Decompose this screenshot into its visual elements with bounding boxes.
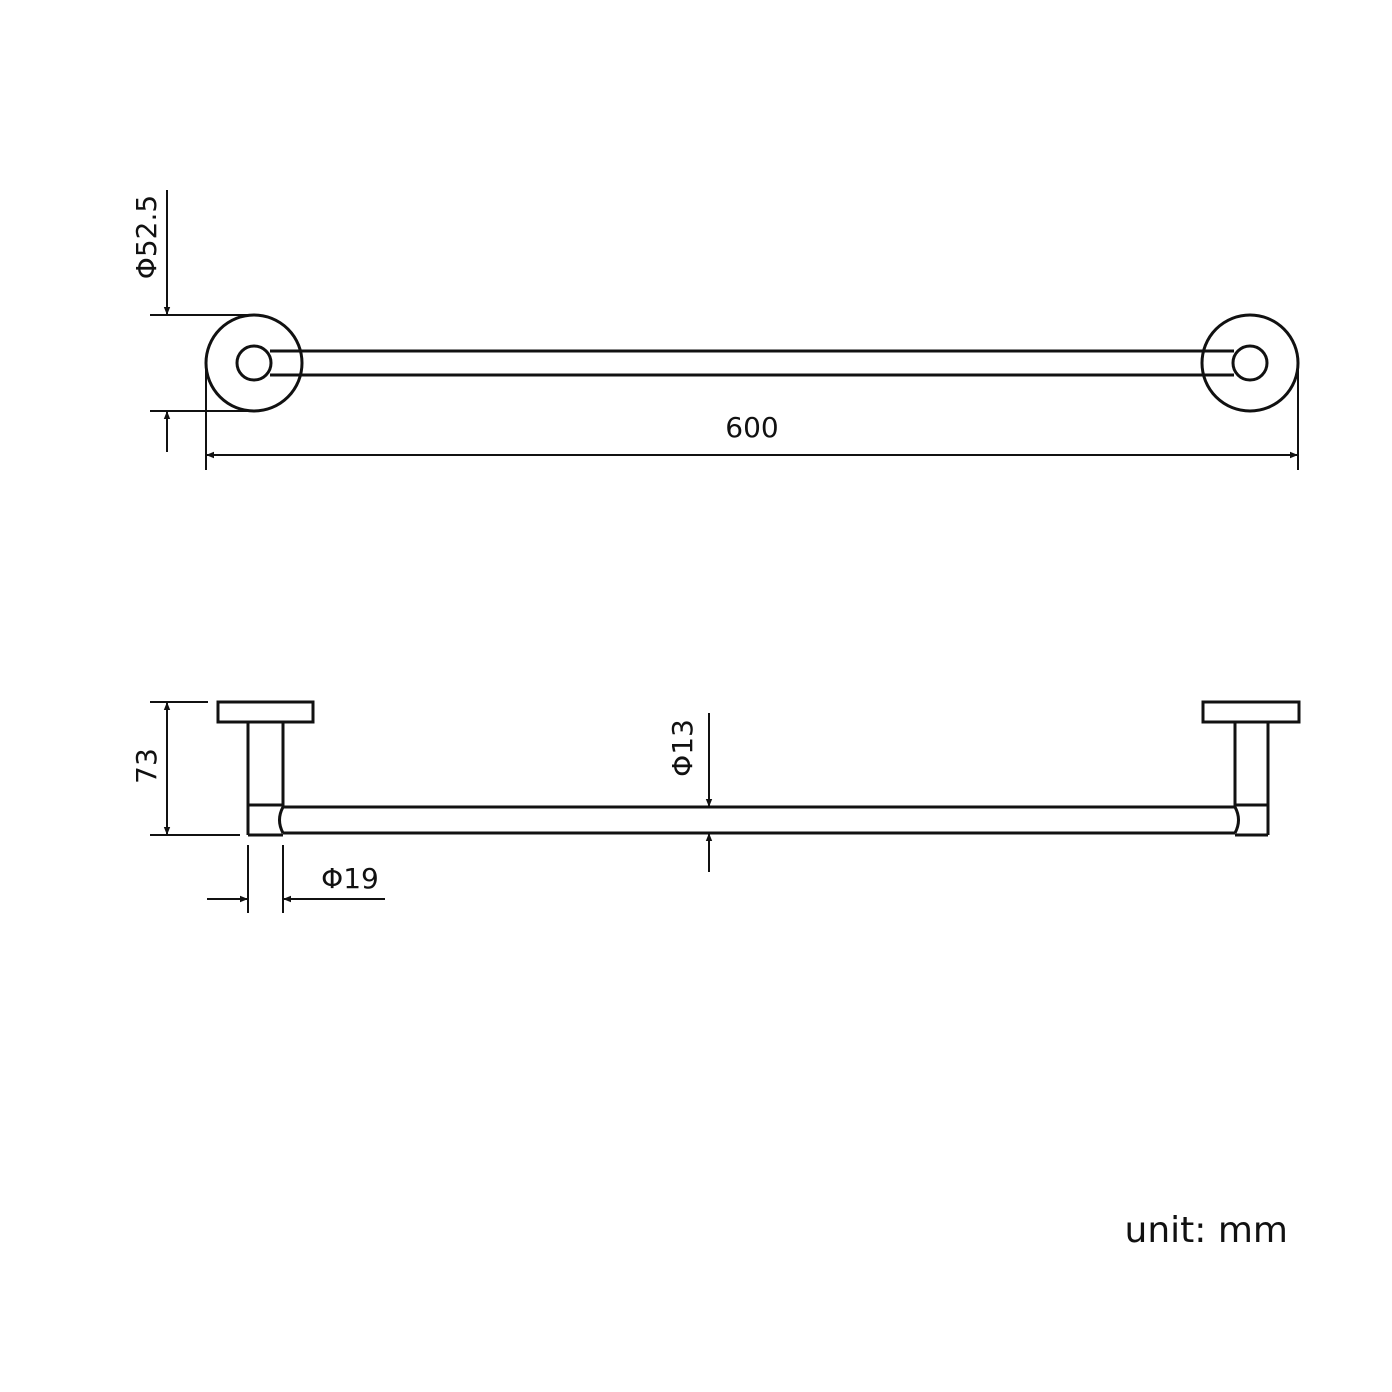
- right-mount-top: [1200, 313, 1300, 413]
- diameter-dimension: Φ52.5: [130, 190, 254, 452]
- bar-diameter-label: Φ13: [666, 719, 699, 777]
- length-dimension: 600: [205, 365, 1299, 470]
- post-diameter-label: Φ19: [321, 862, 379, 895]
- unit-label: unit: mm: [1125, 1210, 1288, 1251]
- length-label: 600: [725, 411, 778, 444]
- side-view: 73 Φ13 Φ19: [130, 700, 1301, 913]
- depth-dimension: 73: [130, 701, 240, 836]
- right-mount-side: [1201, 700, 1301, 837]
- left-mount-side: [216, 700, 315, 837]
- depth-label: 73: [130, 748, 163, 784]
- post-diameter-dimension: Φ19: [207, 845, 385, 913]
- left-mount-top: [204, 313, 304, 413]
- towel-bar-top: [270, 349, 1234, 377]
- diameter-label: Φ52.5: [130, 195, 163, 279]
- bar-diameter-dimension: Φ13: [666, 713, 713, 872]
- towel-bar-side: [283, 805, 1235, 835]
- top-view: Φ52.5 600: [130, 190, 1300, 470]
